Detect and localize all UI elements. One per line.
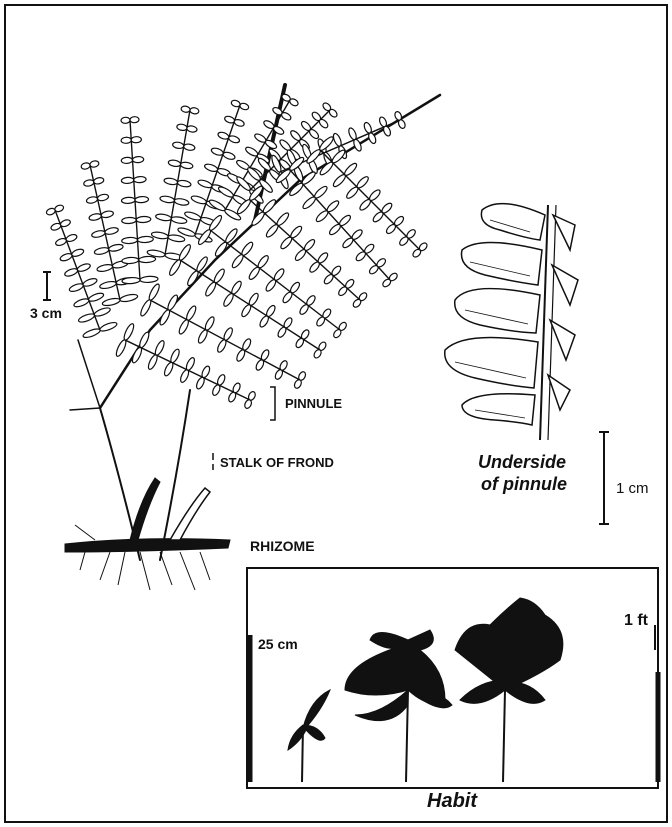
scale-label-25cm: 25 cm [258, 636, 298, 652]
scale-label-1ft: 1 ft [624, 612, 648, 630]
habit-caption: Habit [427, 790, 477, 813]
